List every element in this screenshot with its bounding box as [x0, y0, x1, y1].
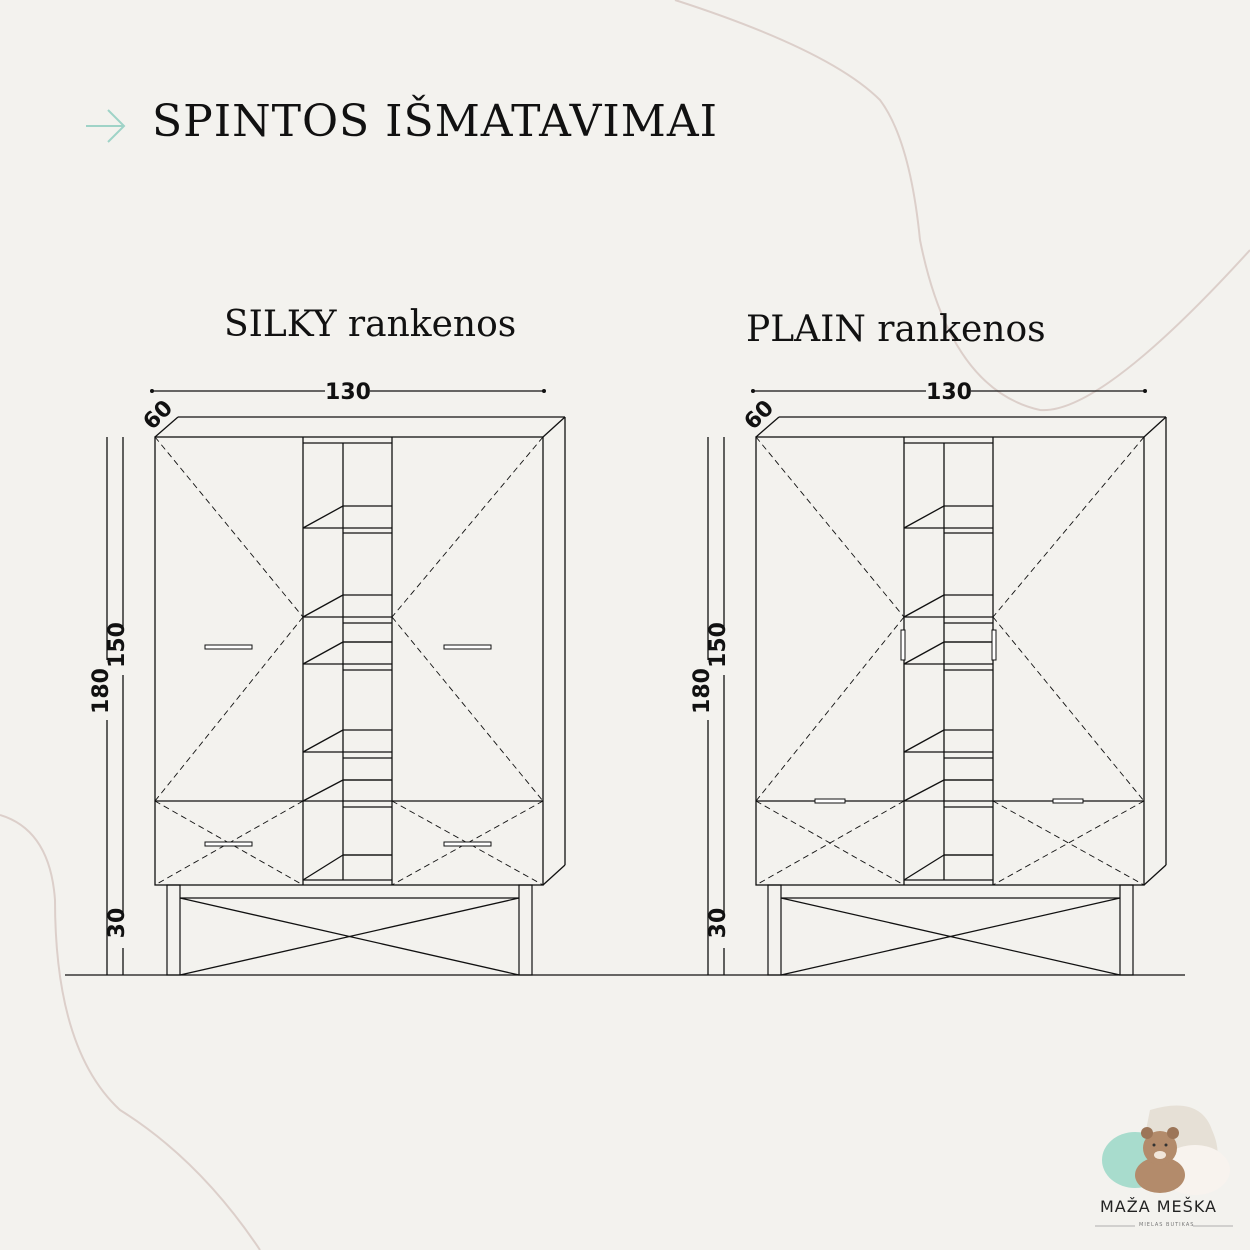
shelf-perspective — [302, 594, 344, 618]
shelf-perspective — [903, 729, 945, 753]
leg-brace — [780, 897, 1121, 976]
dimension-depth: 60 — [740, 396, 779, 435]
variant-title-silky: SILKY rankenos — [224, 304, 517, 345]
cabinet-front — [154, 436, 544, 886]
handle — [1052, 798, 1084, 804]
logo-name: MAŽA MEŠKA — [1100, 1197, 1217, 1216]
handle — [991, 629, 997, 661]
variant-title-plain: PLAIN rankenos — [746, 309, 1046, 350]
logo-tagline: MIELAS BUTIKAS — [1139, 1222, 1195, 1228]
leg — [1119, 884, 1134, 976]
dimension-total-height: 180 — [690, 668, 715, 714]
shelf-perspective — [302, 779, 344, 802]
door-swing — [992, 436, 1145, 618]
dimension-tick — [1143, 389, 1147, 393]
dimension-body-height: 150 — [105, 622, 130, 668]
handle — [900, 629, 906, 661]
dimension-tick — [150, 389, 154, 393]
top-edge — [1143, 416, 1167, 438]
leg — [767, 884, 782, 976]
handle — [443, 644, 492, 650]
drawer-swing — [391, 800, 544, 886]
dimension-width: 130 — [325, 380, 371, 405]
drawer-swing — [391, 800, 544, 886]
shelf-perspective — [302, 729, 344, 753]
page-title: SPINTOS IŠMATAVIMAI — [152, 96, 719, 147]
dimension-tick — [751, 389, 755, 393]
top-edge — [542, 416, 566, 438]
handle — [814, 798, 846, 804]
shelf-perspective — [302, 505, 344, 529]
shelf-perspective — [903, 779, 945, 802]
dimension-depth: 60 — [139, 396, 178, 435]
door-swing — [391, 436, 544, 618]
handle — [443, 841, 492, 847]
shelf-perspective — [903, 854, 945, 881]
logo-graphic — [1095, 1105, 1233, 1227]
decorative-curve — [674, 0, 1250, 412]
dimension-leg-height: 30 — [105, 908, 130, 939]
leg — [166, 884, 181, 976]
top-edge — [755, 416, 780, 438]
door-swing — [755, 616, 905, 802]
leg — [518, 884, 533, 976]
decorative-curve — [0, 814, 261, 1250]
drawer-swing — [755, 800, 905, 886]
dimension-body-height: 150 — [706, 622, 731, 668]
dimension-tick — [542, 389, 546, 393]
shelf-perspective — [903, 641, 945, 665]
shelf-perspective — [302, 854, 344, 881]
dimension-leg-height: 30 — [706, 908, 731, 939]
drawer-swing — [992, 800, 1145, 886]
door-swing — [992, 616, 1145, 802]
drawer-swing — [992, 800, 1145, 886]
shelf-perspective — [903, 594, 945, 618]
side-edge — [542, 864, 566, 886]
arrow-right-icon — [86, 109, 126, 143]
cabinet-front — [755, 436, 1145, 886]
side-edge — [1143, 864, 1167, 886]
dimension-total-height: 180 — [89, 668, 114, 714]
handle — [204, 644, 253, 650]
leg-brace — [179, 897, 520, 976]
door-swing — [755, 436, 905, 618]
door-swing — [154, 436, 304, 618]
top-edge — [154, 416, 179, 438]
shelf-perspective — [302, 641, 344, 665]
dimension-width: 130 — [926, 380, 972, 405]
shelf-perspective — [903, 505, 945, 529]
handle — [204, 841, 253, 847]
